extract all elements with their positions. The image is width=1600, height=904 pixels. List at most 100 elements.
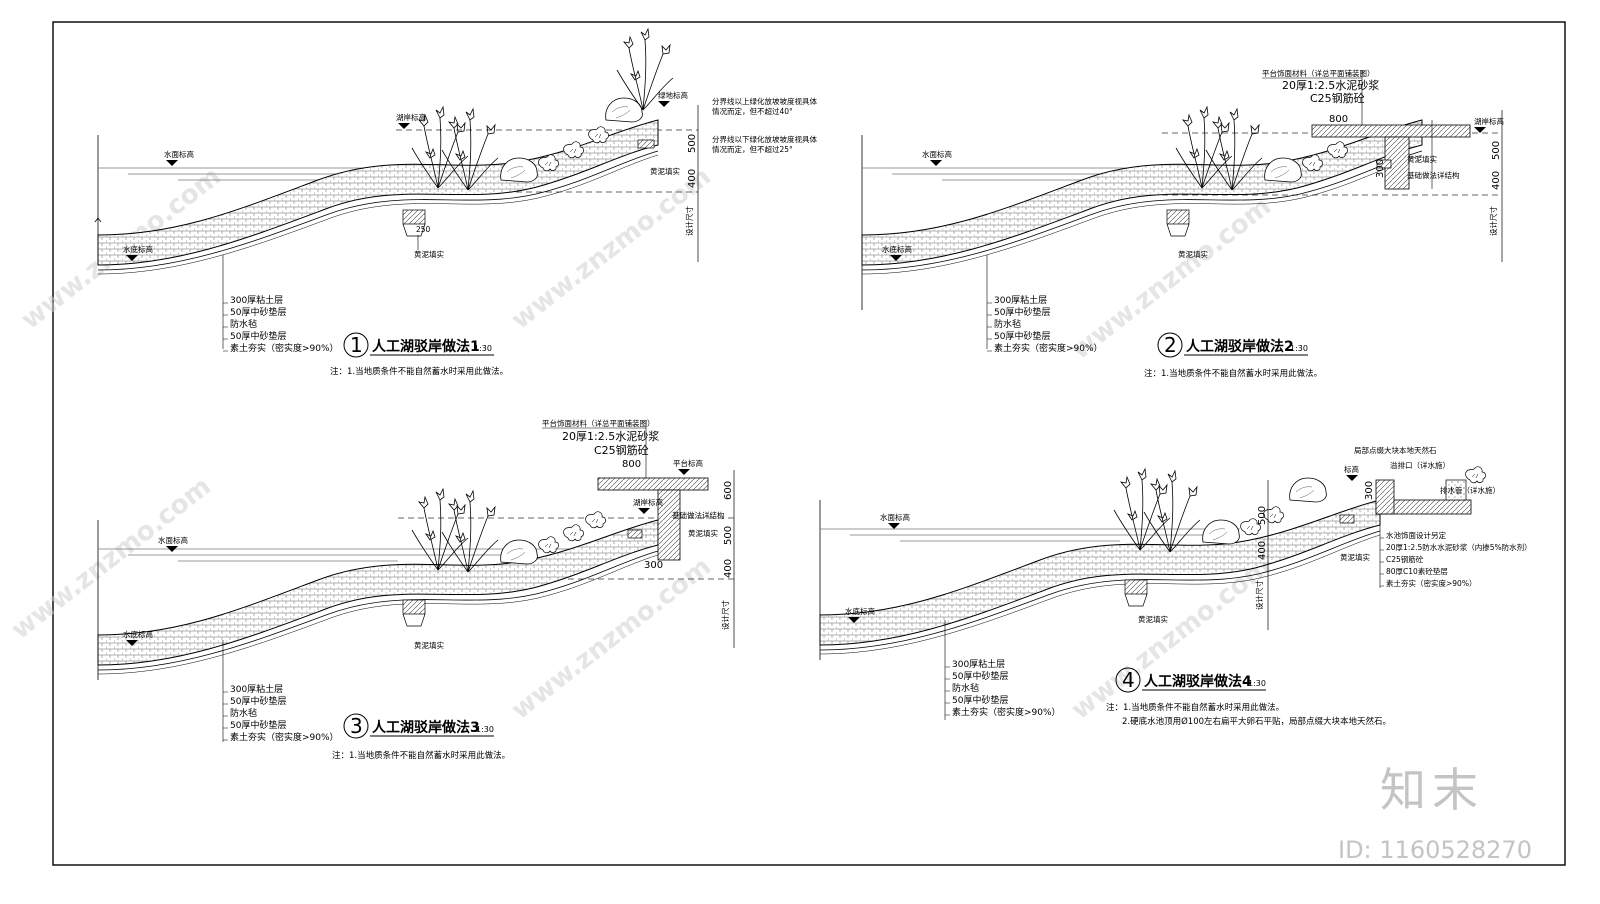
layers-4-right: 水池饰面设计另定 20厚1:2.5防水水泥砂浆（内掺5%防水剂） C25钢筋砼 …	[1380, 530, 1532, 588]
label-platform-finish-2: 平台饰面材料（详总平面铺装图）	[1262, 68, 1375, 78]
label-fill-clay-bottom-1: 黄泥填实	[414, 249, 444, 259]
section-note-2: 注：1.当地质条件不能自然蓄水时采用此做法。	[1144, 368, 1322, 379]
section-2: 平台饰面材料（详总平面铺装图） 20厚1:2.5水泥砂浆 C25钢筋砼 800 …	[861, 68, 1504, 379]
layer-3-1: 300厚粘土层	[230, 683, 283, 695]
dim-500-2: 500	[1491, 141, 1502, 160]
dim-400-1: 400	[687, 169, 698, 188]
layer-1-4: 50厚中砂垫层	[230, 330, 286, 342]
watermark-site-6: www.znzmo.com	[1066, 552, 1277, 726]
section-number-1: 1	[350, 333, 363, 357]
label-water-level-4: 水面标高	[880, 512, 910, 522]
label-fill-clay-bottom-4: 黄泥填实	[1138, 614, 1168, 624]
layer-1-1: 300厚粘土层	[230, 294, 283, 306]
label-fill-clay-top-1: 黄泥填实	[650, 166, 680, 176]
dim-800-2: 800	[1329, 114, 1348, 125]
dim-design-2: 设计尺寸	[1488, 206, 1498, 236]
dim-250-1: 250	[416, 225, 431, 234]
layer-2-1: 300厚粘土层	[994, 294, 1047, 306]
label-shore-level-1: 湖岸标高	[396, 112, 426, 122]
section-note-4a: 注：1.当地质条件不能自然蓄水时采用此做法。	[1106, 702, 1284, 713]
watermark-site-4: www.znzmo.com	[6, 472, 217, 646]
dim-800-3: 800	[622, 459, 641, 470]
layer-4r-3: C25钢筋砼	[1386, 554, 1424, 564]
section-scale-1: 1:30	[474, 344, 492, 353]
note-grade-lower-1: 分界线以下绿化放坡坡度视具体情况而定，但不超过25°	[712, 134, 817, 154]
label-concrete-2: C25钢筋砼	[1310, 91, 1365, 105]
layer-2-4: 50厚中砂垫层	[994, 330, 1050, 342]
label-mortar-3: 20厚1:2.5水泥砂浆	[562, 429, 659, 443]
dim-500-3: 500	[723, 526, 734, 545]
dim-600-3: 600	[723, 481, 734, 500]
dim-300-2: 300	[1375, 159, 1386, 178]
section-scale-3: 1:30	[476, 725, 494, 734]
dim-design-4: 设计尺寸	[1254, 580, 1264, 610]
label-bottom-level-2: 水底标高	[882, 244, 912, 254]
section-number-4: 4	[1122, 668, 1135, 692]
label-concrete-3: C25钢筋砼	[594, 443, 649, 457]
watermark-site-2: www.znzmo.com	[506, 162, 717, 336]
label-water-level-1: 水面标高	[164, 149, 194, 159]
sheet-border	[52, 21, 1566, 866]
layer-4r-2: 20厚1:2.5防水水泥砂浆（内掺5%防水剂）	[1386, 542, 1532, 552]
layer-2-2: 50厚中砂垫层	[994, 306, 1050, 318]
dim-400-4: 400	[1257, 541, 1268, 560]
label-mortar-2: 20厚1:2.5水泥砂浆	[1282, 78, 1379, 92]
section-note-1: 注：1.当地质条件不能自然蓄水时采用此做法。	[330, 366, 508, 377]
section-number-3: 3	[350, 714, 363, 738]
section-number-2: 2	[1164, 333, 1177, 357]
layers-1: 300厚粘土层 50厚中砂垫层 防水毡 50厚中砂垫层 素土夯实（密实度>90%…	[223, 294, 339, 354]
layer-4r-5: 素土夯实（密实度>90%）	[1386, 578, 1476, 588]
section-4: 局部点缀大块本地天然石 溢排口（详水施） 标高 排水管（详水施） 水面标高 水底…	[819, 445, 1532, 727]
watermark-logo: 知末	[1380, 763, 1484, 817]
label-platform-finish-3: 平台饰面材料（详总平面铺装图）	[542, 418, 655, 428]
layers-2: 300厚粘土层 50厚中砂垫层 防水毡 50厚中砂垫层 素土夯实（密实度>90%…	[987, 294, 1103, 354]
label-fill-clay-top-3: 黄泥填实	[688, 528, 718, 538]
label-shore-level-3: 湖岸标高	[633, 497, 663, 507]
section-title-4: 人工湖驳岸做法4	[1144, 673, 1252, 690]
layer-3-2: 50厚中砂垫层	[230, 695, 286, 707]
dim-500-4: 500	[1257, 506, 1268, 525]
layer-4-1: 300厚粘土层	[952, 658, 1005, 670]
label-water-level-3: 水面标高	[158, 535, 188, 545]
layer-2-5: 素土夯实（密实度>90%）	[994, 342, 1103, 354]
dim-400-2: 400	[1491, 171, 1502, 190]
label-fill-clay-top-2: 黄泥填实	[1407, 154, 1437, 164]
dim-design-1: 设计尺寸	[684, 206, 694, 236]
layer-4-2: 50厚中砂垫层	[952, 670, 1008, 682]
layers-3: 300厚粘土层 50厚中砂垫层 防水毡 50厚中砂垫层 素土夯实（密实度>90%…	[223, 683, 339, 743]
watermark-id: ID: 1160528270	[1338, 836, 1532, 864]
label-shore-level-2: 湖岸标高	[1474, 116, 1504, 126]
layer-1-5: 素土夯实（密实度>90%）	[230, 342, 339, 354]
label-bottom-level-4: 水底标高	[845, 606, 875, 616]
label-land-level-1: 绿地标高	[658, 90, 688, 100]
label-overflow-4: 溢排口（详水施）	[1390, 460, 1450, 470]
section-1: 水面标高 水底标高 湖岸标高 绿地标高 分界线以上绿化放坡坡度视具体情况而定，但…	[94, 28, 817, 377]
layer-3-4: 50厚中砂垫层	[230, 719, 286, 731]
label-fill-clay-bottom-3: 黄泥填实	[414, 640, 444, 650]
layer-4r-4: 80厚C10素砼垫层	[1386, 566, 1448, 576]
layer-4-5: 素土夯实（密实度>90%）	[952, 706, 1061, 718]
layers-4: 300厚粘土层 50厚中砂垫层 防水毡 50厚中砂垫层 素土夯实（密实度>90%…	[945, 658, 1061, 718]
layer-4-4: 50厚中砂垫层	[952, 694, 1008, 706]
layer-1-3: 防水毡	[230, 318, 257, 330]
section-scale-2: 1:30	[1290, 344, 1308, 353]
dim-500-1: 500	[687, 134, 698, 153]
dim-400-3: 400	[723, 559, 734, 578]
label-foundation-2: 基础做法详结构	[1407, 170, 1460, 180]
layer-3-3: 防水毡	[230, 707, 257, 719]
layer-4-3: 防水毡	[952, 682, 979, 694]
label-drain-4: 排水管（详水施）	[1440, 485, 1500, 495]
dim-300-4: 300	[1364, 481, 1375, 500]
label-platform-level-3: 平台标高	[673, 458, 703, 468]
section-title-1: 人工湖驳岸做法1	[372, 338, 480, 355]
section-scale-4: 1:30	[1248, 679, 1266, 688]
label-fill-clay-top-4: 黄泥填实	[1340, 552, 1370, 562]
label-bottom-level-1: 水底标高	[123, 244, 153, 254]
label-foundation-3: 基础做法详结构	[672, 510, 725, 520]
note-grade-upper-1: 分界线以上绿化放坡坡度视具体情况而定，但不超过40°	[712, 96, 817, 116]
label-water-level-2: 水面标高	[922, 149, 952, 159]
layer-4r-1: 水池饰面设计另定	[1386, 530, 1446, 540]
label-bottom-level-3: 水底标高	[123, 629, 153, 639]
section-title-3: 人工湖驳岸做法3	[372, 719, 480, 736]
